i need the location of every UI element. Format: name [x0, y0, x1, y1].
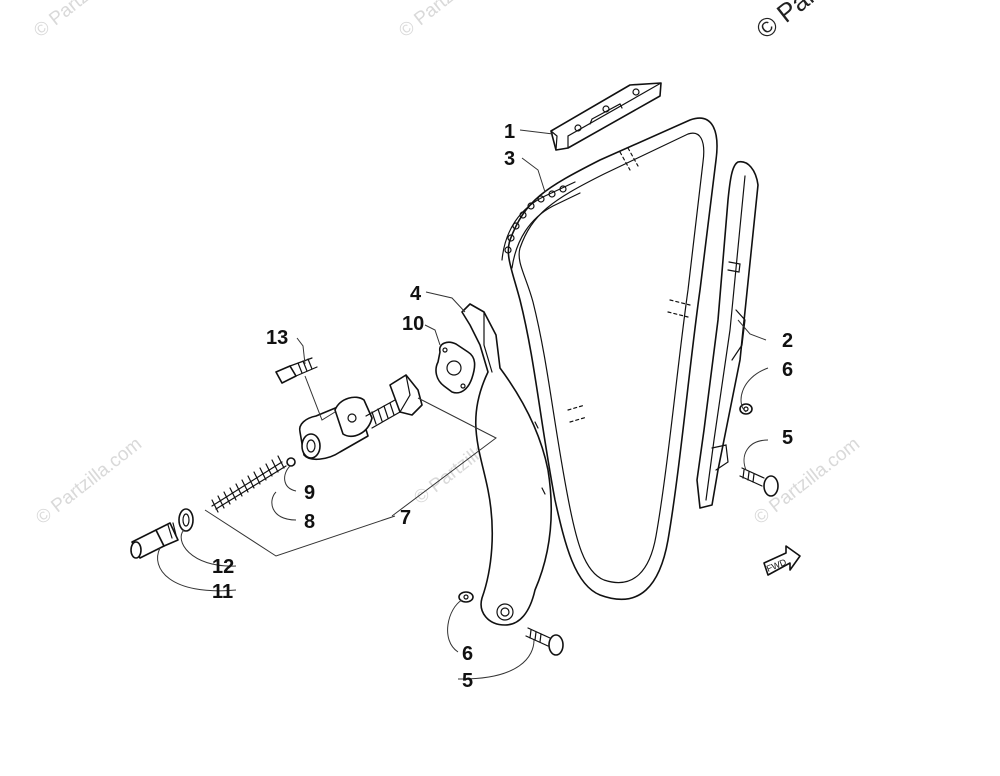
chain-guide-plate	[550, 82, 662, 151]
watermark-text: © Partzilla.com	[32, 434, 146, 529]
bolt-5-bottom	[525, 627, 564, 656]
callout-12: 12	[212, 556, 234, 578]
callout-3: 3	[504, 148, 515, 170]
callout-13: 13	[266, 327, 288, 349]
callout-7: 7	[400, 507, 411, 529]
callout-10: 10	[402, 313, 424, 335]
callout-9: 9	[304, 482, 315, 504]
tensioner-gasket	[435, 341, 476, 394]
watermark-corner: © Par	[750, 0, 821, 45]
fwd-label: FWD	[765, 557, 788, 574]
plug-bolt	[130, 522, 179, 559]
callout-5-bottom: 5	[462, 670, 473, 692]
fwd-arrow-icon: FWD	[763, 545, 801, 576]
callout-6-bottom: 6	[462, 643, 473, 665]
tensioner-arm	[461, 303, 552, 626]
washer-6-bottom	[458, 591, 474, 603]
callout-1: 1	[504, 121, 515, 143]
timing-chain	[501, 117, 718, 601]
callouts: 1 3 4 10 13 2 6 5 9 8 7 12 11 6 5	[212, 121, 793, 692]
callout-4: 4	[410, 283, 422, 305]
chain-guide-right	[696, 160, 759, 509]
callout-6-right: 6	[782, 359, 793, 381]
callout-5-right: 5	[782, 427, 793, 449]
leader-lines	[157, 129, 769, 680]
tensioner-assembly	[298, 374, 423, 461]
watermark-text: © Partzilla.com	[395, 0, 509, 42]
washer-6-right	[739, 403, 753, 415]
callout-8: 8	[304, 511, 315, 533]
callout-2: 2	[782, 330, 793, 352]
watermark-text: © Partzilla.com	[30, 0, 144, 42]
chain-links	[501, 181, 581, 269]
bolt-5-right	[739, 467, 779, 497]
bolt-13	[275, 357, 318, 384]
callout-11: 11	[212, 581, 233, 603]
tensioner-spring	[211, 455, 287, 513]
check-ball	[286, 457, 296, 467]
sealing-washer	[178, 508, 194, 532]
